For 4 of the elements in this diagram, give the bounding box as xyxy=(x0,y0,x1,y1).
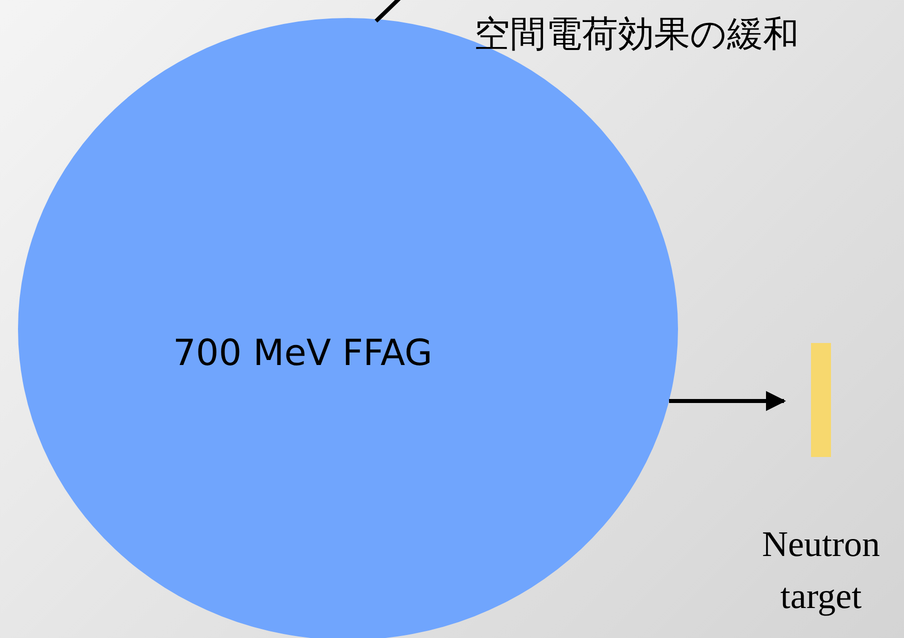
arrow xyxy=(669,391,786,411)
note-text: 空間電荷効果の緩和 xyxy=(474,13,799,57)
node-caption: Neutron target xyxy=(761,523,881,618)
node-label: 700 MeV FFAG xyxy=(173,333,432,374)
